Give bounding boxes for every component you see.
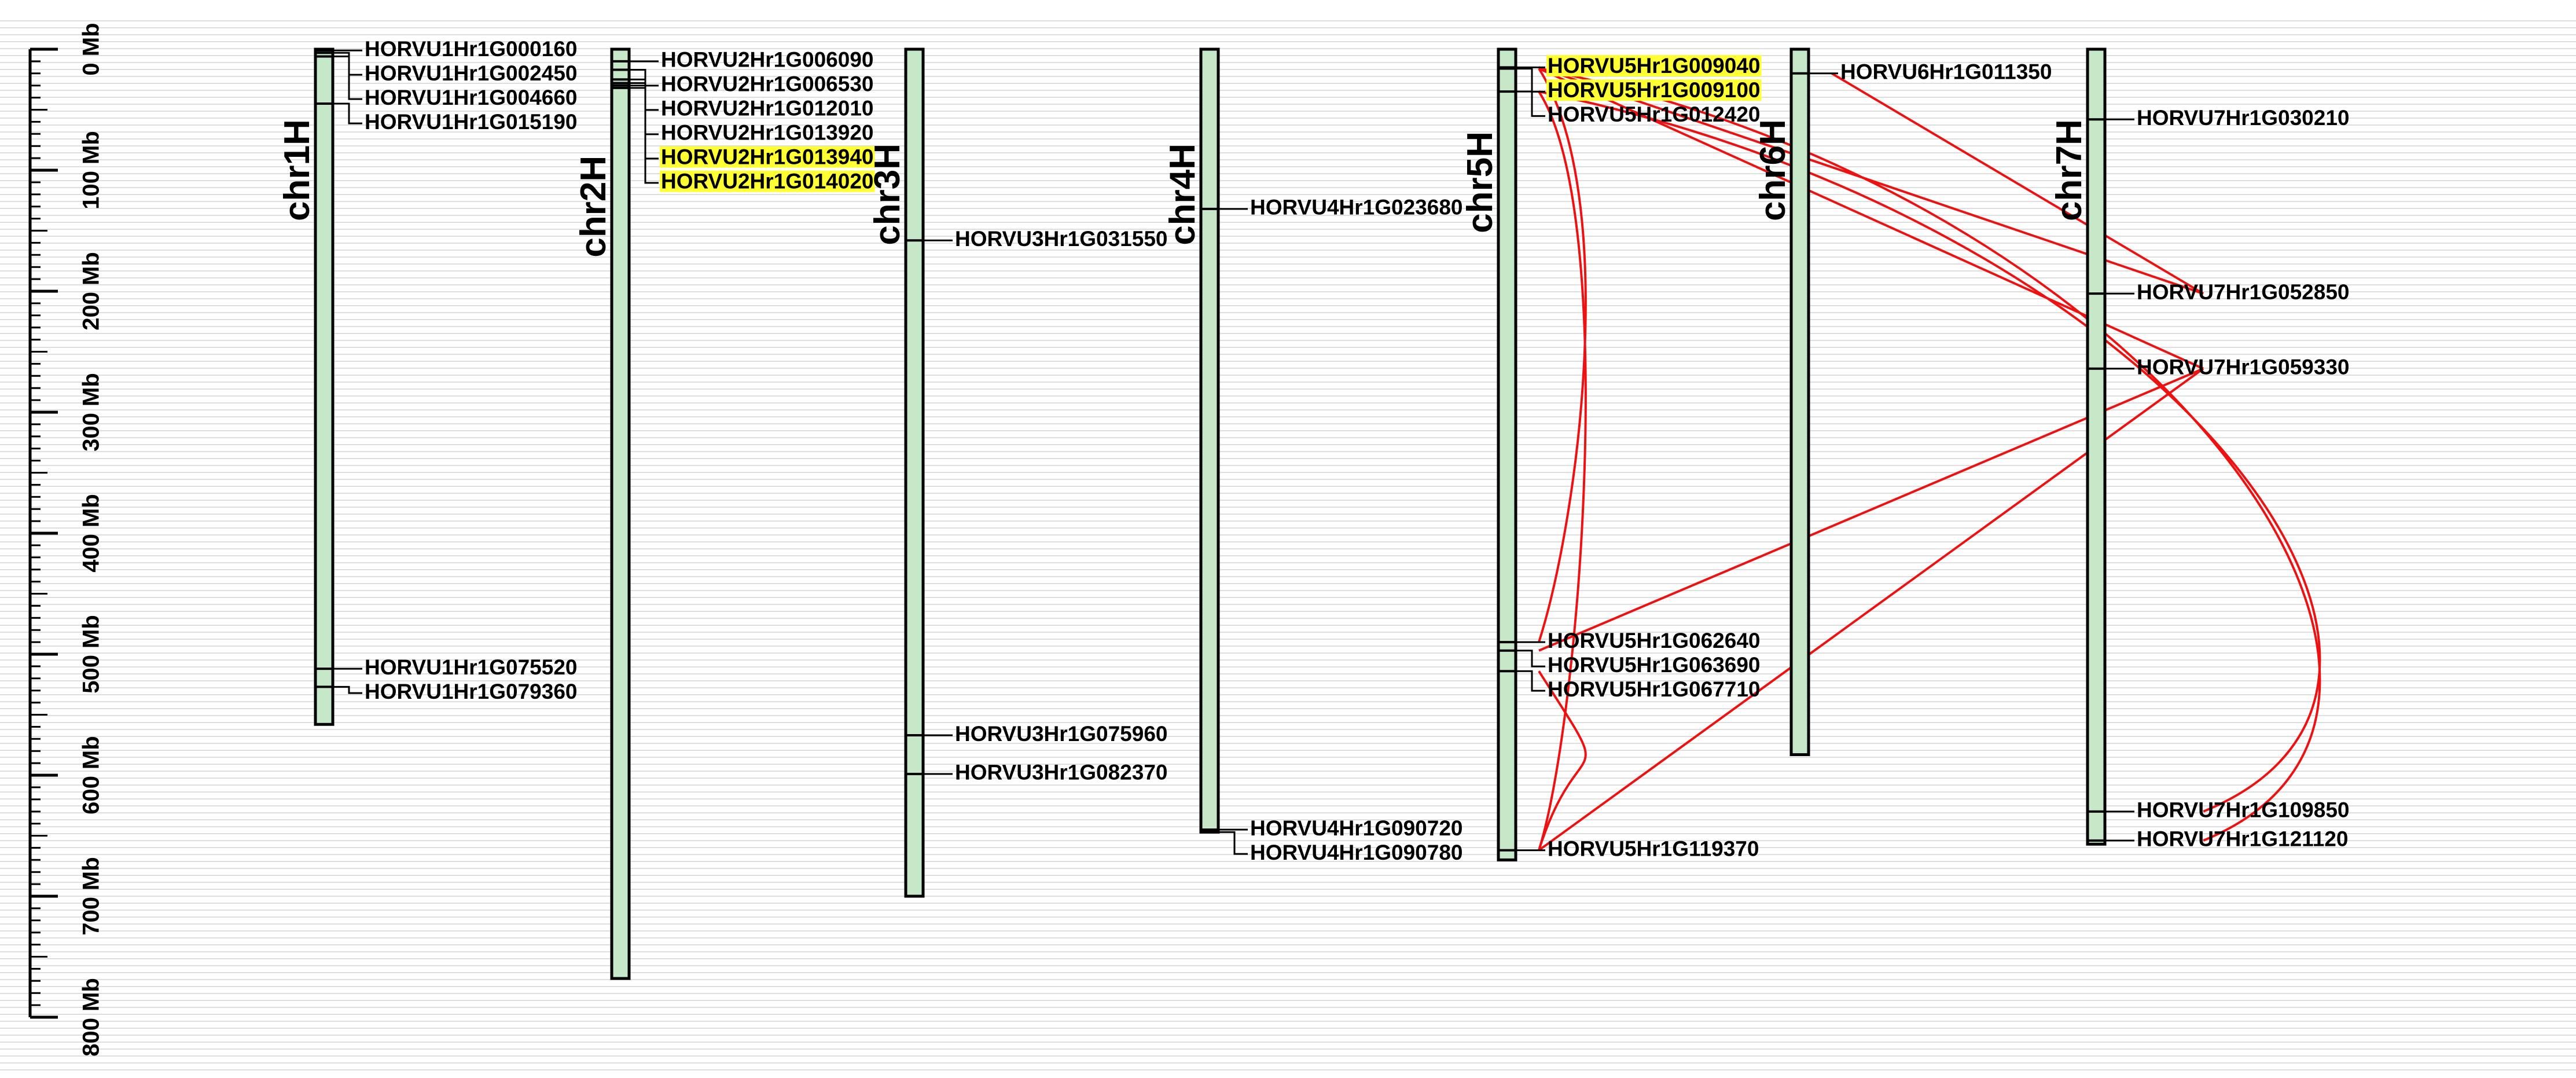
gene-label-horvu1hr1g000160[interactable]: HORVU1Hr1G000160 [365, 37, 577, 61]
gene-leader-line [333, 56, 362, 100]
gene-label-horvu5hr1g062640[interactable]: HORVU5Hr1G062640 [1548, 629, 1760, 652]
chromosome-label: chr6H [1753, 119, 1793, 221]
chromosome-chr1H: chr1HHORVU1Hr1G000160HORVU1Hr1G002450HOR… [277, 37, 577, 726]
axis-tick-label: 600 Mb [79, 736, 104, 815]
chromosome-bar [2086, 47, 2107, 846]
gene-label-horvu5hr1g119370[interactable]: HORVU5Hr1G119370 [1548, 837, 1759, 860]
gene-label-horvu4hr1g090720[interactable]: HORVU4Hr1G090720 [1250, 816, 1462, 840]
gene-leader-line [629, 69, 659, 87]
gene-label-horvu3hr1g075960[interactable]: HORVU3Hr1G075960 [955, 722, 1167, 746]
chromosome-chr5H: chr5HHORVU5Hr1G009040HORVU5Hr1G009100HOR… [1460, 47, 1762, 861]
gene-label-horvu4hr1g023680[interactable]: HORVU4Hr1G023680 [1250, 196, 1462, 219]
gene-leader-line [333, 685, 362, 694]
chromosome-chr3H: chr3H HORVU3Hr1G031550HORVU3Hr1G075960HOR… [868, 47, 1167, 898]
mb-scale-axis: 0 Mb 100 Mb 200 Mb 300 Mb 400 Mb 500 Mb 600 Mb… [28, 23, 104, 1057]
chromosome-bar [1497, 47, 1517, 861]
gene-label-horvu3hr1g031550[interactable]: HORVU3Hr1G031550 [955, 227, 1167, 251]
gene-label-horvu6hr1g011350[interactable]: HORVU6Hr1G011350 [1840, 60, 2052, 84]
gene-label-horvu5hr1g009100[interactable]: HORVU5Hr1G009100 [1548, 78, 1760, 102]
gene-leader-line [629, 85, 659, 160]
chromosome-bar [904, 47, 925, 898]
gene-label-horvu2hr1g006090[interactable]: HORVU2Hr1G006090 [661, 48, 873, 72]
gene-label-horvu7hr1g109850[interactable]: HORVU7Hr1G109850 [2137, 798, 2349, 822]
chromosome-chr7H: chr7H HORVU7Hr1G030210HORVU7Hr1G052850HOR… [2049, 47, 2349, 851]
gene-leader-line [333, 102, 362, 124]
axis-tick-label: 0 Mb [79, 23, 104, 75]
chromosome-label: chr7H [2049, 119, 2089, 221]
gene-link [1538, 670, 1587, 851]
gene-label-horvu2hr1g014020[interactable]: HORVU2Hr1G014020 [661, 170, 873, 193]
axis-tick-label: 800 Mb [79, 978, 104, 1057]
gene-highlight [660, 170, 875, 192]
gene-label-horvu1hr1g079360[interactable]: HORVU1Hr1G079360 [365, 680, 577, 703]
gene-leader-line [1516, 67, 1545, 93]
gene-leader-line [1516, 670, 1545, 692]
gene-label-horvu7hr1g052850[interactable]: HORVU7Hr1G052850 [2137, 280, 2349, 304]
axis-tick-label: 200 Mb [79, 252, 104, 331]
gene-label-horvu1hr1g002450[interactable]: HORVU1Hr1G002450 [365, 61, 577, 85]
gene-leader-line [1516, 650, 1545, 668]
chromosome-bar [314, 47, 335, 726]
gene-link [1538, 67, 2321, 842]
gene-highlight [1546, 79, 1762, 101]
gene-label-horvu1hr1g004660[interactable]: HORVU1Hr1G004660 [365, 86, 577, 109]
gene-label-horvu5hr1g067710[interactable]: HORVU5Hr1G067710 [1548, 677, 1760, 701]
chromosome-chr4H: chr4H HORVU4Hr1G023680HORVU4Hr1G090720HOR… [1163, 47, 1462, 864]
chromosome-chr6H: chr6H HORVU6Hr1G011350 [1753, 47, 2052, 756]
chromosome-label: chr1H [277, 119, 317, 221]
gene-label-horvu7hr1g121120[interactable]: HORVU7Hr1G121120 [2137, 827, 2348, 851]
gene-leader-line [629, 78, 659, 111]
gene-label-horvu1hr1g075520[interactable]: HORVU1Hr1G075520 [365, 655, 577, 679]
chromosome-label: chr4H [1163, 144, 1203, 245]
gene-leader-line [1218, 831, 1248, 855]
gene-highlight [1546, 55, 1762, 77]
chromosome-label: chr5H [1460, 131, 1500, 233]
chromosome-layer: chr1HHORVU1Hr1G000160HORVU1Hr1G002450HOR… [277, 37, 2349, 980]
gene-label-horvu7hr1g059330[interactable]: HORVU7Hr1G059330 [2137, 355, 2349, 379]
chromosome-bar [1199, 47, 1220, 834]
chromosome-bar [610, 47, 631, 980]
gene-leader-line [629, 82, 659, 135]
gene-label-horvu5hr1g009040[interactable]: HORVU5Hr1G009040 [1548, 54, 1760, 78]
axis-tick-label: 700 Mb [79, 857, 104, 936]
gene-label-horvu5hr1g012420[interactable]: HORVU5Hr1G012420 [1548, 102, 1760, 126]
gene-label-horvu2hr1g006530[interactable]: HORVU2Hr1G006530 [661, 72, 873, 96]
gene-label-horvu5hr1g063690[interactable]: HORVU5Hr1G063690 [1548, 653, 1760, 677]
gene-label-horvu7hr1g030210[interactable]: HORVU7Hr1G030210 [2137, 106, 2349, 130]
gene-label-horvu3hr1g082370[interactable]: HORVU3Hr1G082370 [955, 761, 1167, 784]
gene-leader-line [629, 87, 659, 184]
gene-highlight [660, 146, 875, 168]
axis-tick-label: 400 Mb [79, 494, 104, 573]
chromosome-chr2H: chr2HHORVU2Hr1G006090HORVU2Hr1G006530HOR… [574, 47, 875, 980]
gene-leader-line [1516, 90, 1545, 117]
chromosome-bar [1789, 47, 1810, 756]
axis-tick-label: 300 Mb [79, 373, 104, 452]
background-grid [0, 20, 2576, 1070]
gene-link [1831, 72, 2204, 295]
chromosome-label: chr2H [574, 156, 613, 258]
gene-label-horvu2hr1g013940[interactable]: HORVU2Hr1G013940 [661, 145, 873, 169]
gene-label-horvu4hr1g090780[interactable]: HORVU4Hr1G090780 [1250, 841, 1462, 864]
gene-label-horvu1hr1g015190[interactable]: HORVU1Hr1G015190 [365, 110, 577, 134]
chromosome-label: chr3H [868, 144, 907, 245]
gene-link [1538, 68, 1587, 643]
gene-link [1538, 91, 1587, 851]
axis-tick-label: 500 Mb [79, 615, 104, 694]
axis-tick-label: 100 Mb [79, 131, 104, 210]
gene-label-horvu2hr1g012010[interactable]: HORVU2Hr1G012010 [661, 97, 873, 120]
gene-label-horvu2hr1g013920[interactable]: HORVU2Hr1G013920 [661, 121, 873, 145]
